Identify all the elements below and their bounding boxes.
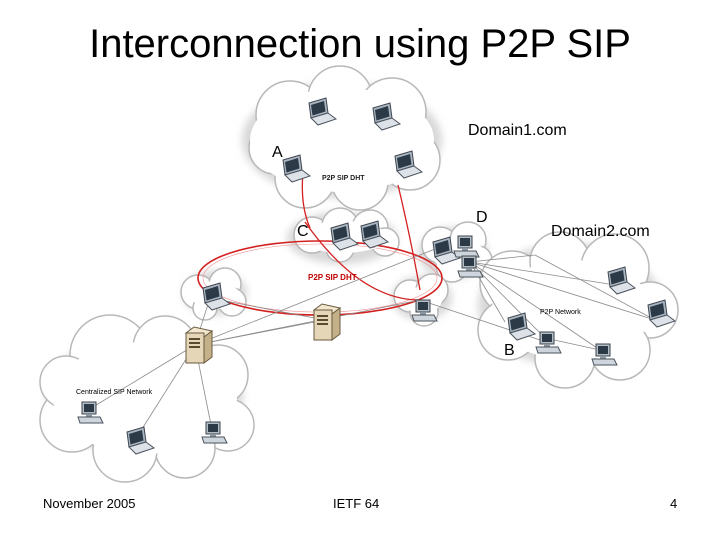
interconnect-dht-label: P2P SIP DHT [308,273,357,282]
node-d-label: D [476,209,488,226]
domain1-label: Domain1.com [468,122,567,139]
slide-title: Interconnection using P2P SIP [89,22,631,66]
node-a-label: A [272,144,283,161]
footer-date: November 2005 [43,496,136,511]
node-c-label: C [297,223,309,240]
server-icon [185,326,213,364]
network-links [87,244,656,441]
p2p-network-label: P2P Network [540,309,581,316]
centralized-network-label: Centralized SIP Network [76,389,153,396]
node-b-label: B [504,342,515,359]
footer-event: IETF 64 [333,496,380,511]
server-icon [313,303,341,341]
page-number: 4 [670,496,678,511]
domain1-dht-label: P2P SIP DHT [322,175,365,182]
domain2-label: Domain2.com [551,223,650,240]
